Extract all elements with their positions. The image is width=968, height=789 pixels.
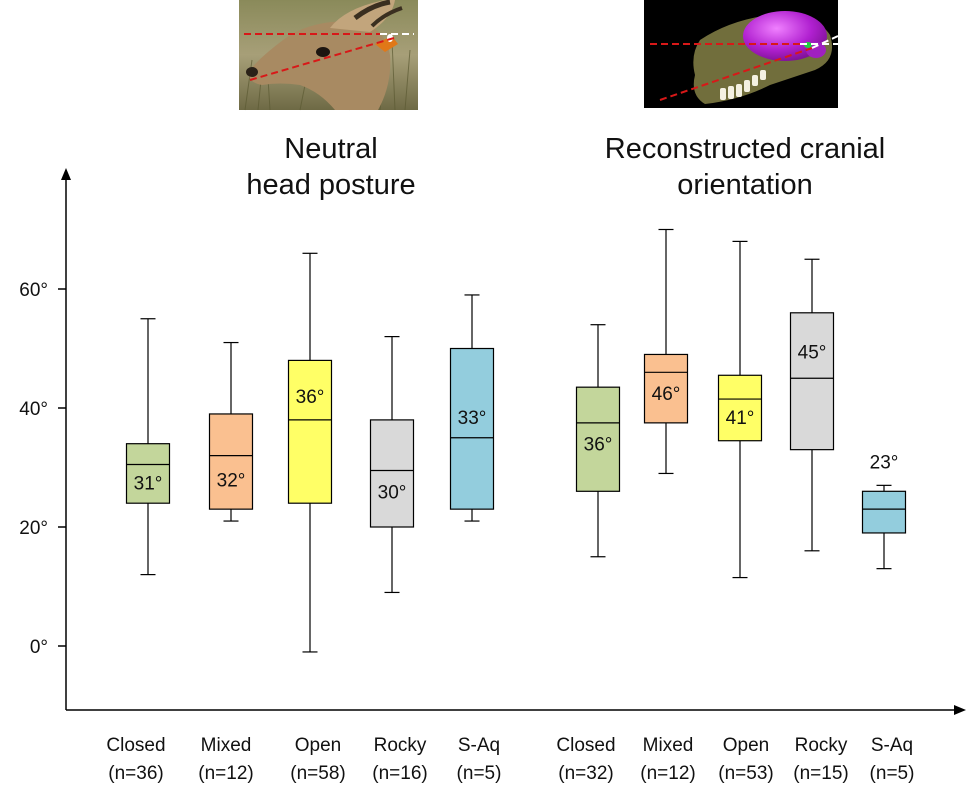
- iqr-box: [125, 443, 171, 504]
- box-reconstructed-open: 41°: [717, 240, 763, 579]
- box-neutral-closed: 31°: [125, 318, 171, 576]
- group-title-reconstructed: Reconstructed cranial orientation: [580, 131, 910, 203]
- category-name: Mixed: [200, 735, 252, 756]
- box-neutral-mixed: 32°: [208, 341, 254, 522]
- sample-size: (n=12): [198, 763, 254, 784]
- category-name: S-Aq: [457, 735, 501, 756]
- sample-size: (n=12): [640, 763, 696, 784]
- box-value-label: 33°: [458, 408, 487, 429]
- category-label-reconstructed-saq: S-Aq (n=5): [847, 732, 937, 788]
- group-title-reconstructed-line2: orientation: [677, 169, 813, 201]
- y-axis: [61, 168, 71, 710]
- category-name: Open: [722, 735, 770, 756]
- category-label-neutral-open: Open (n=58): [273, 732, 363, 788]
- box-value-label: 45°: [798, 342, 827, 363]
- box-reconstructed-rocky: 45°: [789, 258, 835, 552]
- sample-size: (n=15): [793, 763, 849, 784]
- skull-brain-reconstruction: [644, 0, 839, 108]
- iqr-box: [369, 419, 415, 528]
- sample-size: (n=5): [456, 763, 502, 784]
- iqr-box: [643, 353, 689, 424]
- category-label-reconstructed-mixed: Mixed (n=12): [623, 732, 713, 788]
- box-neutral-saq: 33°: [449, 294, 495, 522]
- iqr-box: [575, 386, 621, 492]
- category-label-neutral-closed: Closed (n=36): [91, 732, 181, 788]
- box-neutral-open: 36°: [287, 252, 333, 653]
- category-name: S-Aq: [870, 735, 914, 756]
- category-name: Rocky: [794, 735, 848, 756]
- iqr-box: [449, 347, 495, 510]
- iqr-box: [208, 413, 254, 510]
- sample-size: (n=53): [718, 763, 774, 784]
- category-label-reconstructed-closed: Closed (n=32): [541, 732, 631, 788]
- box-value-label: 32°: [217, 470, 246, 491]
- y-tick-label: 20°: [19, 518, 48, 539]
- iqr-box: [861, 490, 907, 534]
- y-tick-label: 60°: [19, 280, 48, 301]
- sample-size: (n=16): [372, 763, 428, 784]
- box-reconstructed-closed: 36°: [575, 324, 621, 558]
- iqr-box: [287, 359, 333, 504]
- category-label-neutral-mixed: Mixed (n=12): [181, 732, 271, 788]
- box-value-label: 46°: [652, 384, 681, 405]
- group-title-neutral-line2: head posture: [246, 169, 416, 201]
- category-name: Rocky: [373, 735, 427, 756]
- box-value-label: 36°: [584, 435, 613, 456]
- sample-size: (n=5): [869, 763, 915, 784]
- group-title-reconstructed-line1: Reconstructed cranial: [604, 133, 886, 165]
- box-value-label: 41°: [726, 408, 755, 429]
- box-reconstructed-saq: 23°: [861, 453, 907, 570]
- iqr-box: [789, 312, 835, 451]
- y-tick-label: 40°: [19, 399, 48, 420]
- y-ticks: 0° 20° 40° 60°: [19, 280, 66, 658]
- x-axis: [66, 705, 966, 715]
- category-label-reconstructed-rocky: Rocky (n=15): [776, 732, 866, 788]
- box-value-label: 36°: [296, 387, 325, 408]
- box-plots: 31° 32° 36° 30° 33° 36° 46° 41° 45° 23°: [125, 228, 907, 653]
- group-title-neutral: Neutral head posture: [226, 131, 436, 203]
- sample-size: (n=32): [558, 763, 614, 784]
- category-name: Mixed: [642, 735, 694, 756]
- category-name: Open: [294, 735, 342, 756]
- box-reconstructed-mixed: 46°: [643, 228, 689, 475]
- group-title-neutral-line1: Neutral: [284, 133, 378, 165]
- iqr-box: [717, 374, 763, 442]
- category-label-neutral-rocky: Rocky (n=16): [355, 732, 445, 788]
- category-label-neutral-saq: S-Aq (n=5): [434, 732, 524, 788]
- box-value-label: 30°: [378, 482, 407, 503]
- sample-size: (n=58): [290, 763, 346, 784]
- box-value-label: 31°: [134, 473, 163, 494]
- category-name: Closed: [106, 735, 166, 756]
- box-value-label: 23°: [870, 453, 899, 474]
- box-neutral-rocky: 30°: [369, 336, 415, 594]
- sample-size: (n=36): [108, 763, 164, 784]
- antelope-head-photo: [239, 0, 418, 111]
- category-name: Closed: [556, 735, 616, 756]
- category-label-reconstructed-open: Open (n=53): [701, 732, 791, 788]
- y-tick-label: 0°: [30, 637, 48, 658]
